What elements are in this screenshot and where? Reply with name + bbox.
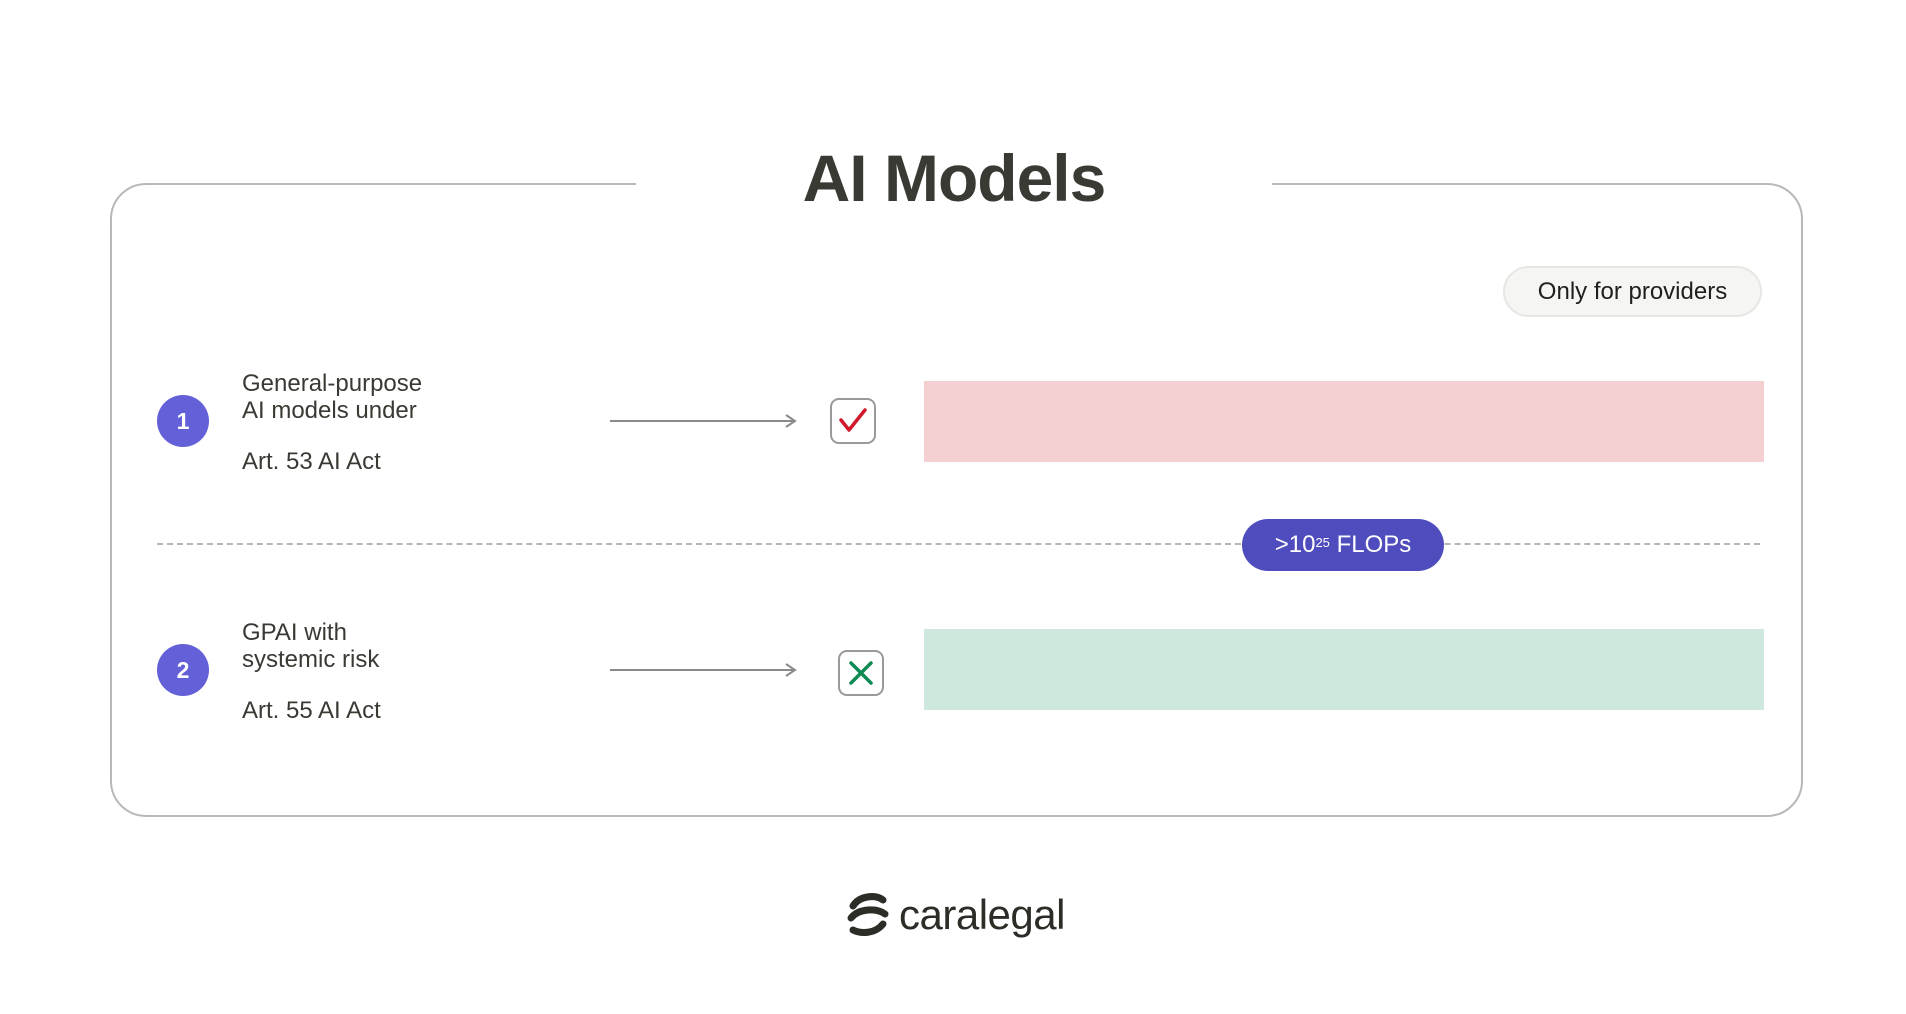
row-1-title: General-purpose AI models under: [242, 370, 502, 424]
row-1-checkbox: [830, 398, 876, 444]
row-2-title-line2: systemic risk: [242, 646, 380, 673]
step-1-badge: 1: [157, 395, 209, 447]
row-2-arrow-icon: [610, 663, 797, 677]
page-title: AI Models: [802, 141, 1107, 215]
row-1-reference: Art. 53 AI Act: [242, 448, 381, 475]
row-2-reference: Art. 55 AI Act: [242, 697, 381, 724]
flops-exponent: 25: [1315, 534, 1330, 550]
step-2-badge: 2: [157, 644, 209, 696]
check-icon: [839, 408, 867, 432]
cross-icon: [849, 661, 873, 685]
row-2-title: GPAI with systemic risk: [242, 619, 502, 673]
row-1-title-line2: AI models under: [242, 397, 417, 424]
title-gap: [636, 170, 1272, 200]
row-1-bar: [924, 381, 1764, 462]
caralegal-logo-icon: [847, 893, 889, 936]
threshold-divider: [157, 543, 1760, 545]
flops-suffix: FLOPs: [1329, 531, 1412, 558]
row-2-checkbox: [838, 650, 884, 696]
row-2-title-line1: GPAI with: [242, 619, 347, 646]
row-1-arrow-icon: [610, 414, 797, 428]
providers-pill: Only for providers: [1503, 266, 1762, 317]
row-1-title-line1: General-purpose: [242, 370, 423, 397]
flops-prefix: >10: [1274, 531, 1316, 558]
brand-logo: caralegal: [845, 891, 1065, 939]
brand-name: caralegal: [899, 891, 1065, 938]
row-2-bar: [924, 629, 1764, 710]
